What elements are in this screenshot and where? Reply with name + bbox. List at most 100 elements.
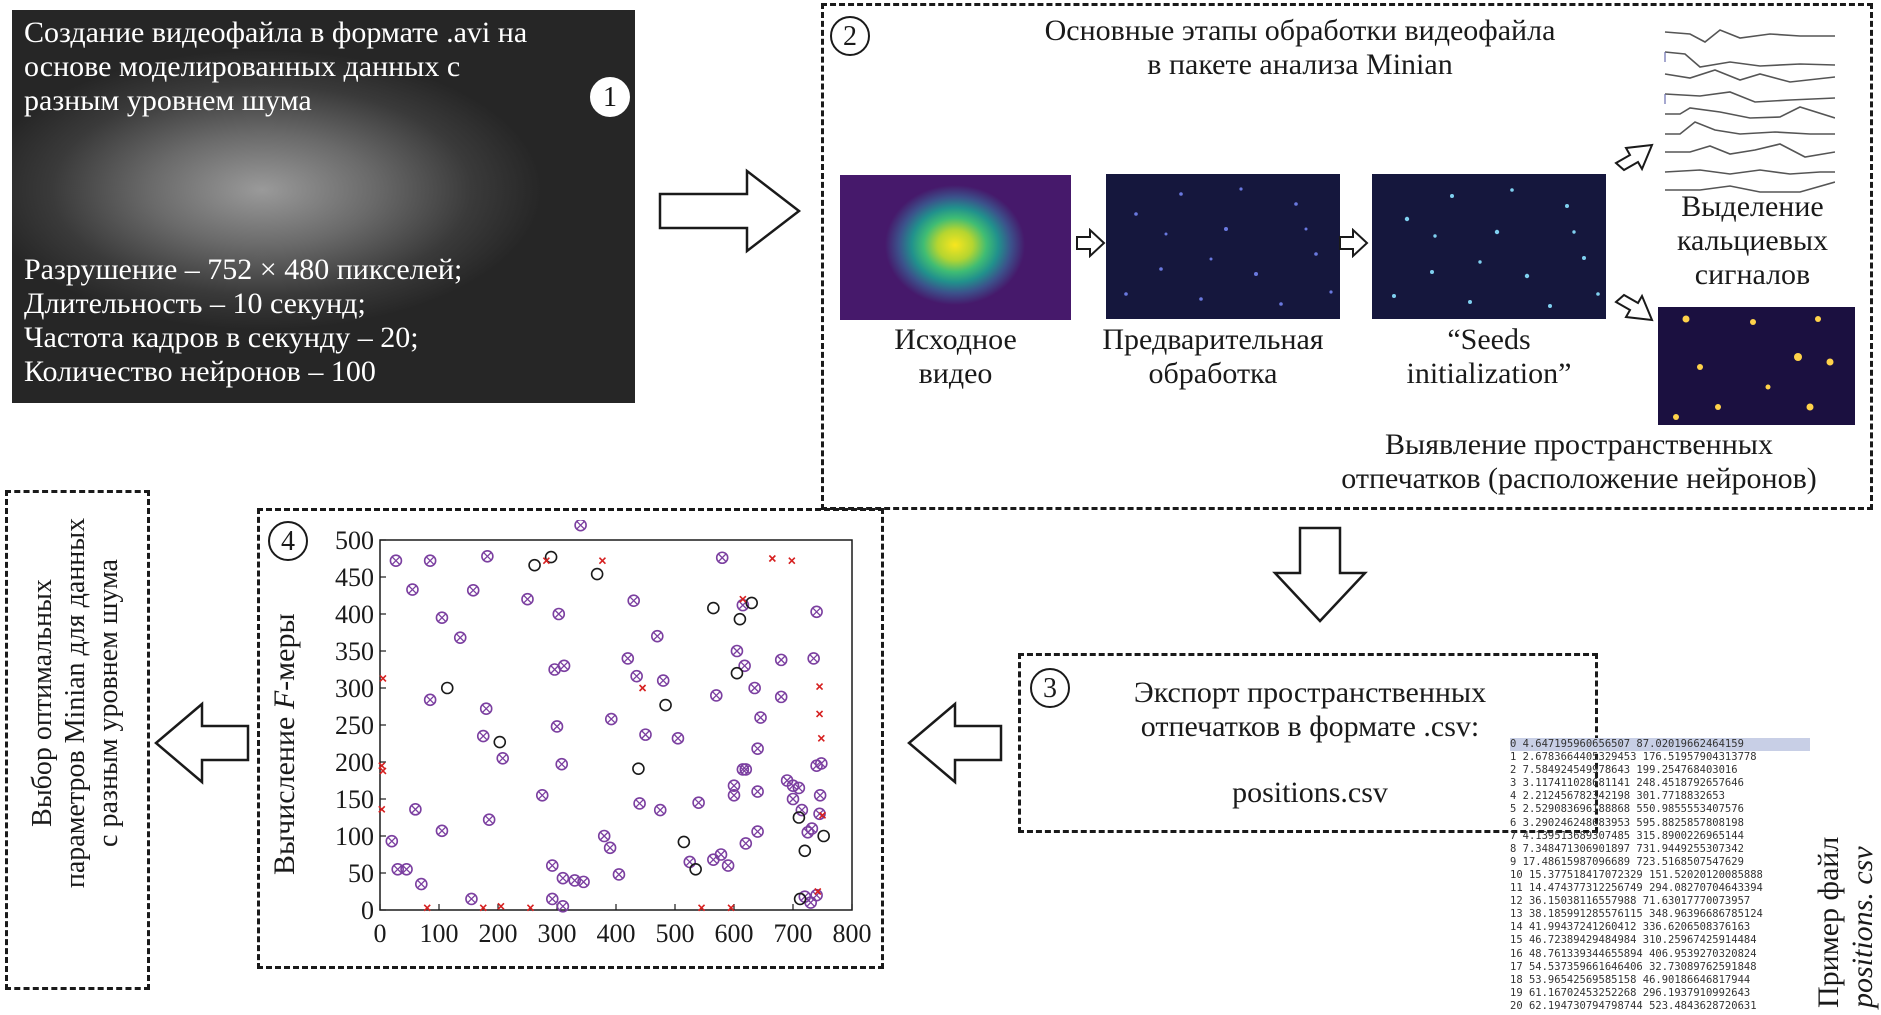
detected-neuron-cross — [393, 865, 402, 874]
detected-neuron-cross — [656, 806, 665, 815]
y-tick-label: 0 — [361, 896, 374, 925]
spatial-footprints-image — [1658, 307, 1855, 425]
csv-row: 6 3.290246248683953 595.8825857808198 — [1510, 816, 1744, 829]
detected-neuron-point — [807, 652, 820, 665]
detected-neuron-cross — [629, 596, 638, 605]
detected-neuron-point — [545, 892, 559, 906]
detected-neuron-cross — [718, 553, 727, 562]
ground-truth-point — [677, 835, 691, 849]
csv-row: 9 17.48615987096689 723.5168507547629 — [1510, 855, 1744, 868]
small-arrow-icon — [1076, 228, 1106, 258]
detected-neuron-point — [786, 792, 800, 806]
y-tick-label: 100 — [335, 822, 374, 851]
caption-line: initialization” — [1406, 357, 1572, 390]
detected-neuron-point — [423, 693, 437, 707]
csv-row: 7 4.139513689307485 315.8900226965144 — [1510, 829, 1744, 842]
csv-export-text: Экспорт пространственных отпечатков в фо… — [1105, 676, 1515, 744]
caption-line: “Seeds — [1447, 323, 1531, 356]
detected-neuron-point — [545, 859, 559, 872]
calcium-traces-image — [1664, 29, 1835, 193]
detected-neuron-point — [748, 681, 761, 695]
detected-neuron-cross — [614, 870, 623, 879]
calcium-signals-caption: Выделение кальциевых сигналов — [1640, 190, 1865, 292]
csv-row: 1 2.6783664405329453 176.51957904313778 — [1510, 751, 1757, 764]
detected-neuron-point — [385, 834, 399, 848]
preprocessing-caption: Предварительная обработка — [1080, 323, 1346, 391]
detected-neuron-cross — [483, 552, 492, 561]
detected-neuron-point — [453, 631, 467, 644]
detected-neuron-cross — [789, 795, 797, 803]
original-video-caption: Исходное видео — [840, 323, 1071, 391]
y-tick-label: 250 — [335, 711, 374, 740]
detected-neuron-cross — [659, 676, 668, 685]
ground-truth-point — [793, 892, 807, 906]
detected-neuron-cross — [712, 691, 721, 700]
result-line: Выбор оптимальных — [27, 579, 58, 827]
caption-line: обработка — [1148, 357, 1278, 390]
detected-neuron-cross — [732, 647, 741, 655]
detected-neuron-cross — [635, 799, 644, 808]
detected-neuron-point — [603, 841, 617, 855]
false-positive-point — [768, 554, 776, 563]
detected-neuron-cross — [557, 760, 566, 769]
detected-neuron-cross — [538, 791, 547, 800]
csv-row: 2 7.584924549978643 199.254768403016 — [1510, 764, 1738, 777]
detected-neuron-cross — [807, 824, 816, 833]
detected-neuron-cross — [558, 874, 567, 883]
detected-neuron-cross — [387, 837, 396, 846]
seeds-caption: “Seeds initialization” — [1372, 323, 1606, 391]
ground-truth-point — [493, 735, 507, 749]
detected-neuron-cross — [816, 791, 825, 800]
ground-truth-point — [544, 550, 558, 564]
detected-neuron-cross — [482, 704, 491, 713]
step-number-3: 3 — [1030, 668, 1070, 708]
export-line: Экспорт пространственных — [1133, 676, 1487, 709]
f-measure-chart-block — [257, 508, 884, 969]
caption-line: Выявление пространственных — [1385, 428, 1773, 461]
caption-line: Исходное — [894, 323, 1017, 356]
y-tick-label: 300 — [335, 674, 374, 703]
detected-neuron-point — [550, 720, 564, 733]
false-positive-point — [815, 682, 824, 691]
detected-neuron-cross — [554, 610, 563, 618]
x-tick-label: 700 — [774, 919, 813, 948]
detected-neuron-cross — [558, 902, 567, 911]
detected-neuron-point — [736, 763, 750, 776]
caption-line: Пример файл — [1812, 836, 1845, 1008]
preprocessing-image — [1106, 174, 1340, 319]
detected-neuron-point — [709, 689, 723, 702]
arrow-left-icon — [907, 701, 1003, 785]
detected-neuron-cross — [753, 787, 762, 796]
detected-neuron-point — [423, 554, 437, 568]
detected-neuron-cross — [498, 754, 507, 763]
csv-row: 11 14.474377312256749 294.08270704643394 — [1510, 882, 1763, 895]
spec-line: Разрушение – 752 × 480 пикселей; — [24, 253, 463, 286]
detected-neuron-cross — [467, 894, 476, 903]
detected-neuron-point — [630, 669, 643, 683]
detected-neuron-point — [639, 728, 652, 741]
detected-neuron-cross — [560, 661, 569, 670]
detected-neuron-cross — [548, 861, 557, 870]
detected-neuron-cross — [408, 585, 417, 594]
detected-neuron-point — [479, 702, 493, 716]
chart-y-axis-label: Вычисление F-меры — [268, 613, 302, 875]
y-tick-label: 500 — [335, 526, 374, 555]
detected-neuron-point — [568, 874, 582, 887]
false-positive-point — [379, 674, 387, 682]
detected-neuron-point — [415, 877, 428, 891]
ground-truth-point — [707, 601, 720, 615]
detected-neuron-point — [481, 549, 494, 563]
csv-row: 0 4.647195960656507 87.02019662464159 — [1510, 738, 1810, 752]
x-tick-label: 800 — [833, 919, 872, 948]
false-positive-point — [818, 811, 827, 819]
detected-neuron-point — [795, 803, 809, 817]
detected-neuron-point — [751, 742, 764, 755]
detected-neuron-cross — [411, 805, 420, 814]
false-positive-point — [697, 904, 706, 912]
detected-neuron-cross — [437, 826, 446, 835]
false-positive-point — [479, 904, 487, 912]
detected-neuron-cross — [426, 695, 435, 704]
detected-neuron-point — [805, 822, 819, 835]
x-tick-label: 500 — [656, 919, 695, 948]
detected-neuron-cross — [653, 632, 662, 641]
